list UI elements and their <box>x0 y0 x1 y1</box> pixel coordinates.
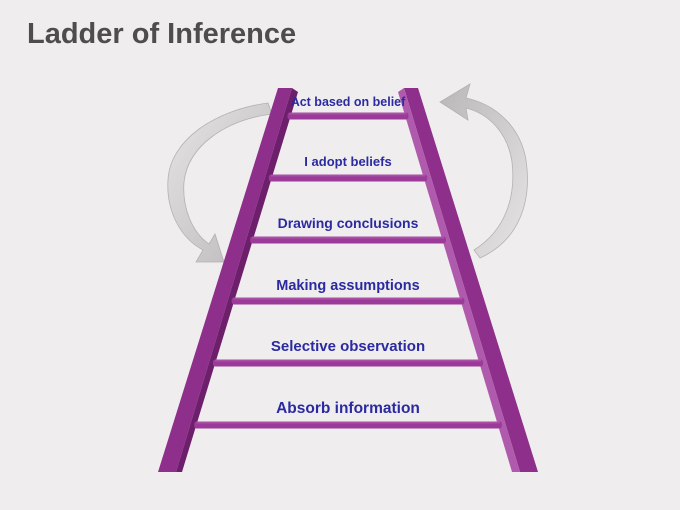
step-label: Drawing conclusions <box>278 215 419 231</box>
curved-arrow-down-icon <box>167 102 273 263</box>
ladder-rung-highlight <box>289 112 407 115</box>
step-label: Selective observation <box>271 338 425 355</box>
ladder-rung-highlight <box>270 174 426 177</box>
page-title: Ladder of Inference <box>27 18 297 50</box>
step-label: Absorb information <box>276 400 420 417</box>
ladder-rung-highlight <box>233 297 463 300</box>
curved-arrow-up-icon <box>439 83 528 259</box>
ladder-rungs <box>194 112 502 429</box>
step-label: I adopt beliefs <box>304 154 391 169</box>
ladder-left-rail <box>158 88 298 472</box>
ladder-rung-highlight <box>214 359 482 362</box>
ladder-right-rail <box>398 88 538 472</box>
ladder-labels: Act based on belief I adopt beliefsDrawin… <box>271 95 425 417</box>
step-label: Act based on belief <box>291 95 406 109</box>
ladder-rung-highlight <box>252 236 444 239</box>
step-label: Making assumptions <box>276 278 419 294</box>
ladder-rung-highlight <box>196 421 500 424</box>
